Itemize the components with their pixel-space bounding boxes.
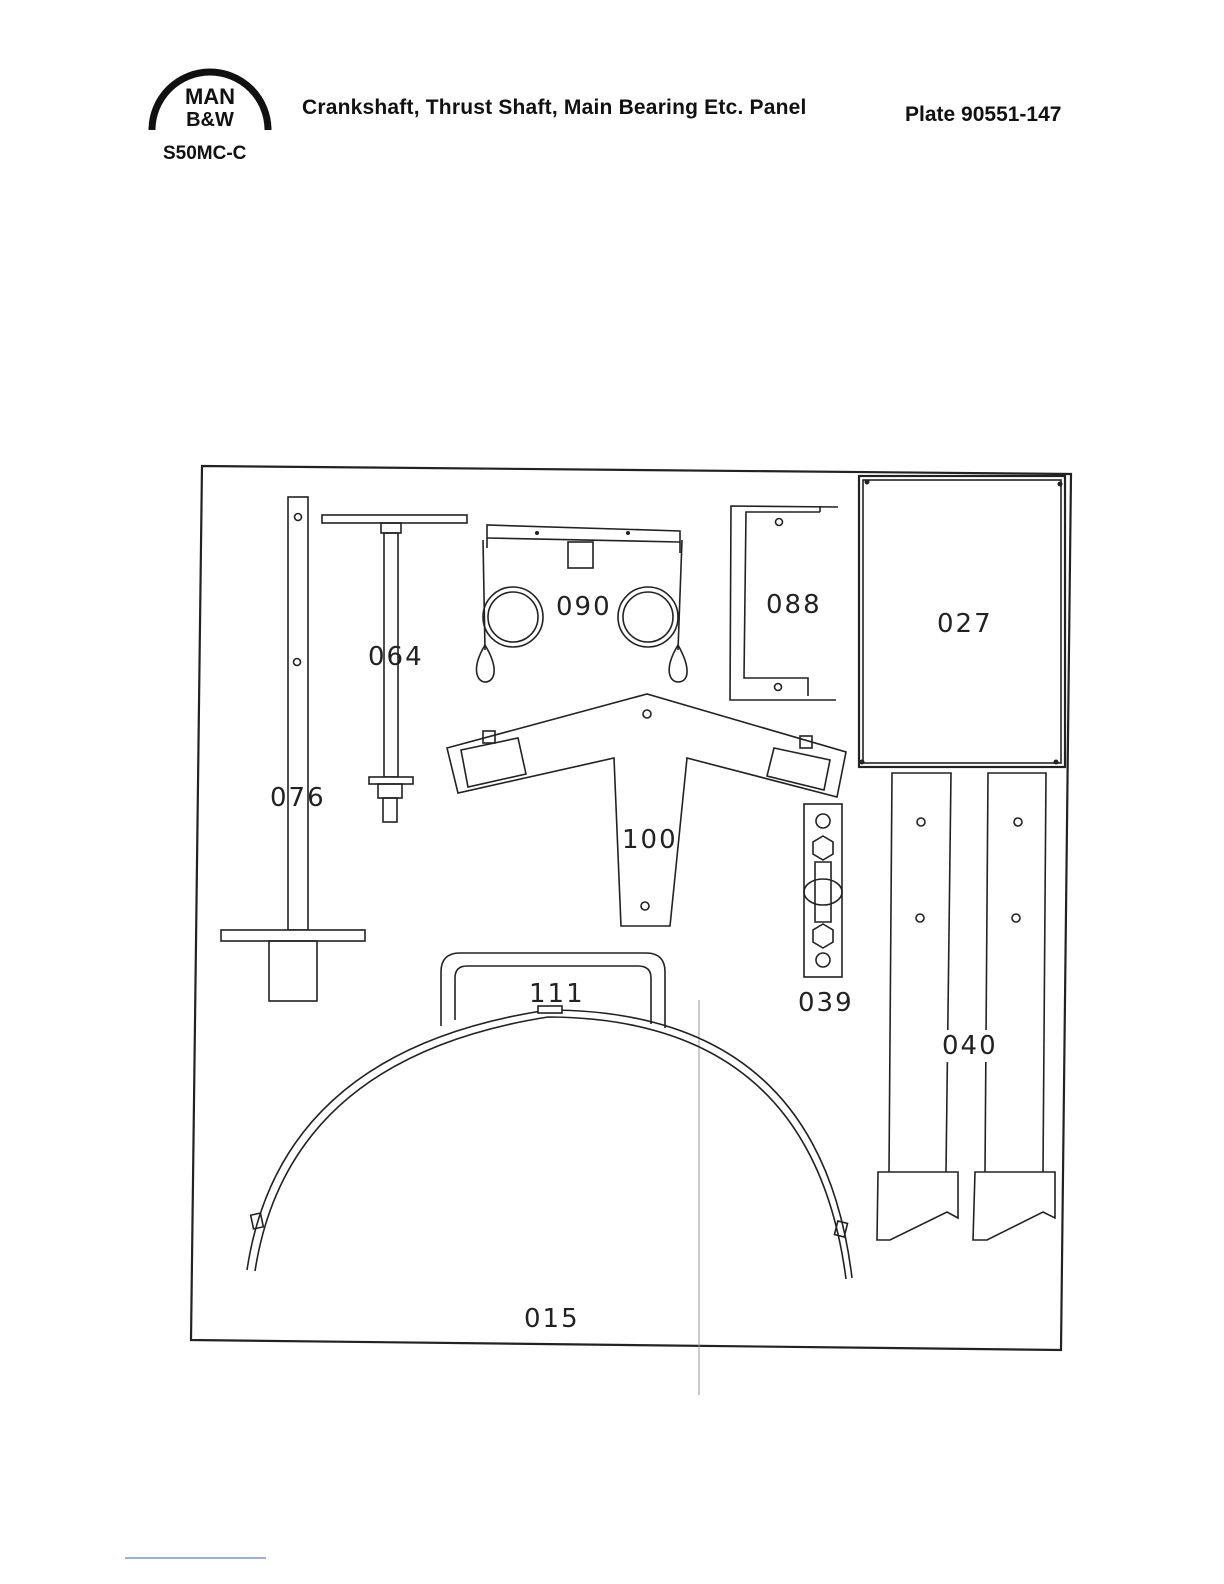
part-100: 100 (447, 694, 846, 926)
part-076: 076 (221, 497, 365, 1001)
part-088: 088 (730, 506, 838, 700)
part-039-label: 039 (798, 988, 854, 1018)
part-090-label: 090 (556, 592, 612, 622)
part-064-label: 064 (368, 642, 424, 672)
part-039: 039 (798, 804, 854, 1018)
part-015: 015 (247, 1006, 852, 1334)
part-040: 040 (877, 773, 1055, 1240)
part-111-label: 111 (529, 979, 585, 1009)
part-015-label: 015 (524, 1304, 580, 1334)
part-027-label: 027 (937, 609, 993, 639)
part-040-label: 040 (942, 1031, 998, 1061)
part-076-label: 076 (270, 783, 326, 813)
part-100-label: 100 (622, 825, 678, 855)
part-090: 090 (476, 525, 687, 682)
part-027: 027 (859, 476, 1065, 767)
part-064: 064 (322, 515, 467, 822)
part-088-label: 088 (766, 590, 822, 620)
